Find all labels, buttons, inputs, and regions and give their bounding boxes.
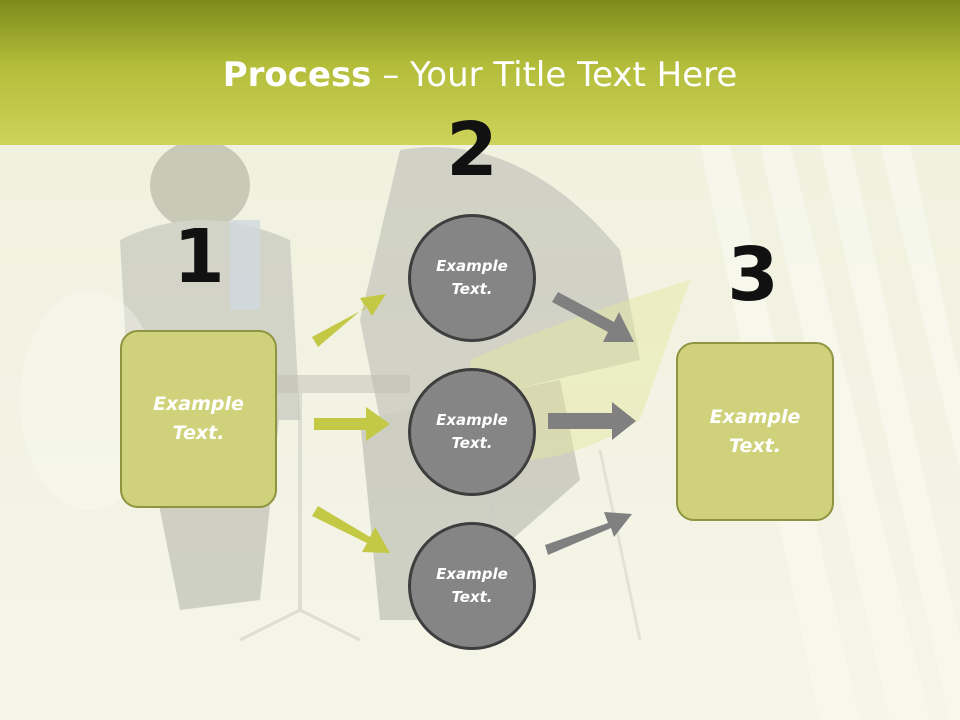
arrow-to-circle-middle — [314, 407, 390, 441]
process-circle-bottom-text: Example Text. — [436, 565, 508, 606]
process-circle-top: Example Text. — [408, 214, 536, 342]
step-box-1-text: Example Text. — [153, 393, 244, 444]
process-circle-middle-text: Example Text. — [436, 411, 508, 452]
step-box-3-text: Example Text. — [709, 405, 801, 457]
title-bold: Process — [222, 55, 372, 95]
arrow-from-circle-bottom — [545, 512, 632, 555]
arrow-to-circle-top — [312, 294, 386, 347]
process-circle-top-text: Example Text. — [436, 257, 508, 298]
step-number-3: 3 — [727, 232, 779, 318]
process-circle-bottom: Example Text. — [408, 522, 536, 650]
step-number-2: 2 — [446, 107, 498, 193]
process-circle-middle: Example Text. — [408, 368, 536, 496]
step-box-1: Example Text. — [120, 330, 277, 508]
step-box-3: Example Text. — [676, 342, 834, 521]
slide-title: Process – Your Title Text Here — [0, 52, 960, 98]
arrow-from-circle-middle — [548, 402, 636, 440]
arrow-from-circle-top — [552, 292, 634, 342]
header-bar — [0, 0, 960, 145]
arrow-to-circle-bottom — [312, 506, 390, 553]
title-rest: – Your Title Text Here — [371, 55, 738, 95]
step-number-1: 1 — [173, 214, 225, 300]
